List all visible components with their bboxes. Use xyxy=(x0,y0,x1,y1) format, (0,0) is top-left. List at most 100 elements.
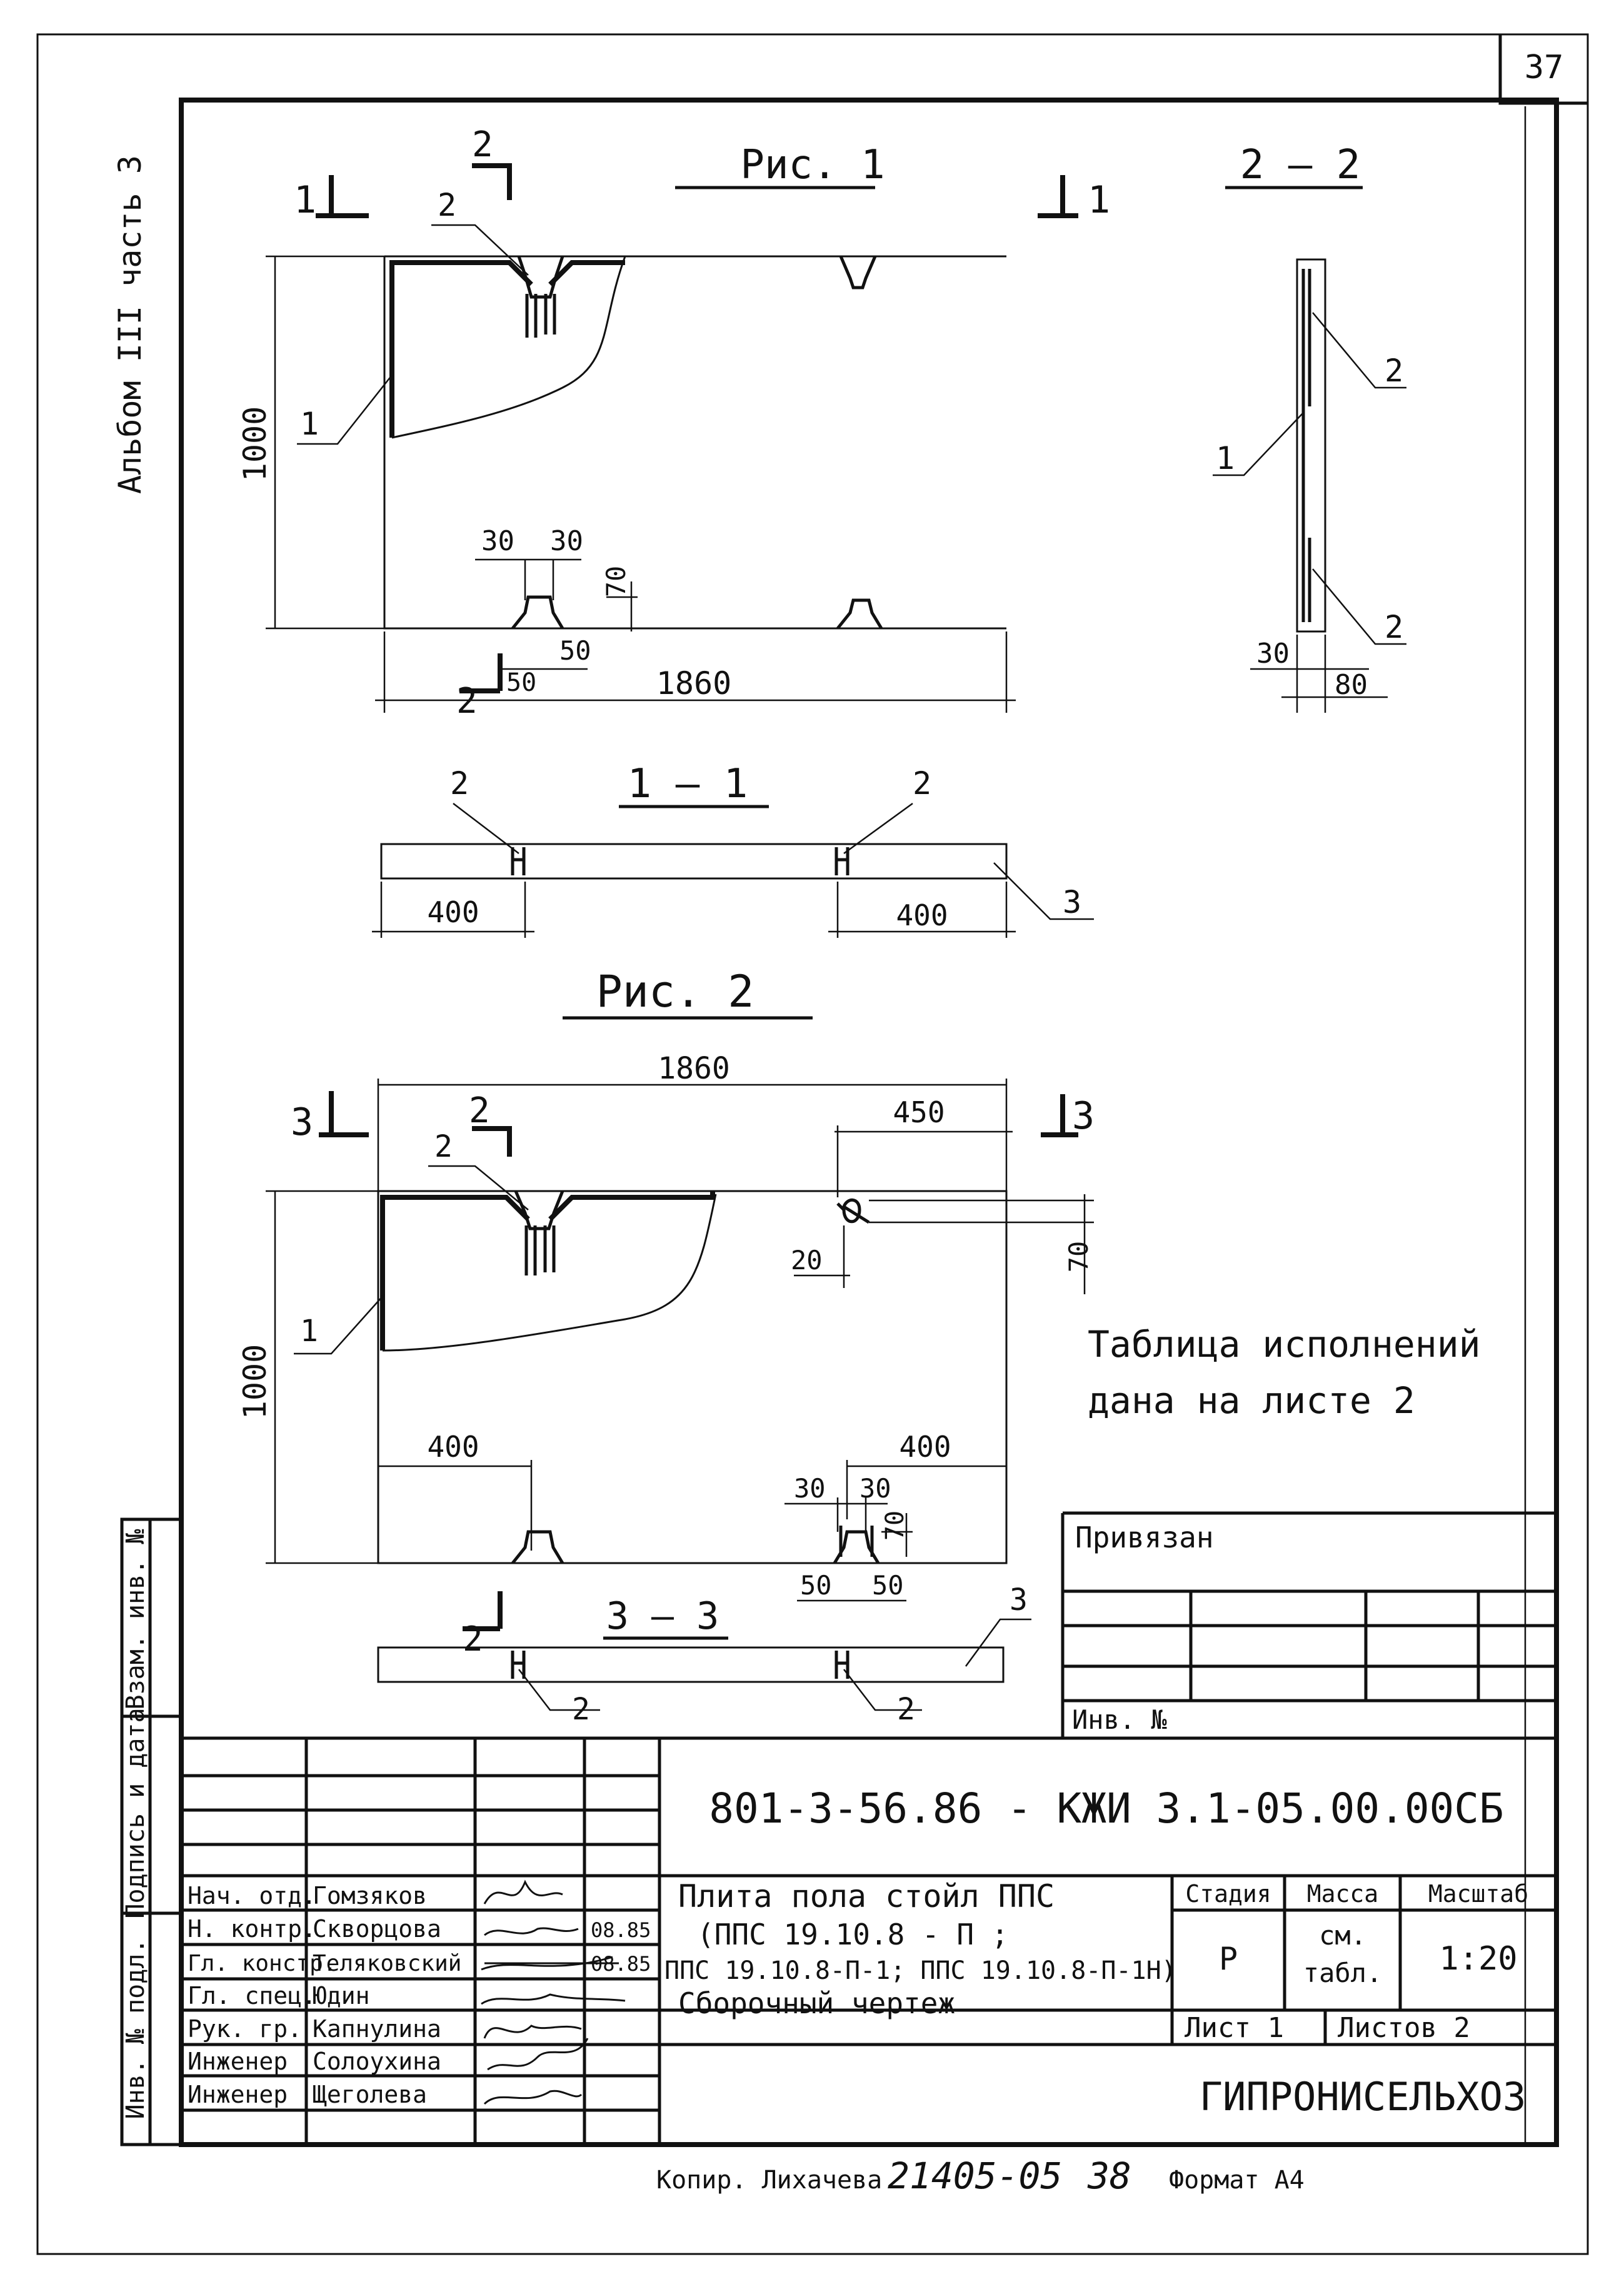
section22-leader-mid-label: 1 xyxy=(1216,440,1235,476)
binding-box-inv: Инв. № xyxy=(1072,1704,1167,1735)
role-7: Инженер xyxy=(188,2081,288,2108)
fig2-cut2-top-num: 2 xyxy=(469,1090,490,1131)
title-scale-v: 1:20 xyxy=(1439,1940,1517,1978)
fig1-leader2 xyxy=(431,224,529,276)
name-4: Юдин xyxy=(313,1982,370,2010)
fig2-dim-400a: 400 xyxy=(427,1430,479,1464)
fig1-title: Рис. 1 xyxy=(740,142,885,188)
signature-6 xyxy=(487,2038,589,2071)
section22-rebar xyxy=(1301,269,1311,622)
fig2-loop-bottom-right-legs xyxy=(839,1526,874,1557)
fig2-dim-height-lines xyxy=(266,1190,378,1564)
signature-7 xyxy=(483,2090,583,2105)
side-stamp-col2: Подпись и дата xyxy=(121,1708,150,1918)
section11-leader-right xyxy=(843,802,913,855)
side-stamp-col1: Инв. № подл. xyxy=(121,1939,150,2120)
title-org: ГИПРОНИСЕЛЬХОЗ xyxy=(1200,2074,1526,2120)
fig2-title: Рис. 2 xyxy=(596,966,754,1017)
role-4: Гл. спец. xyxy=(188,1982,316,2010)
main-frame xyxy=(179,98,1559,2147)
fig1-leader1 xyxy=(297,375,393,445)
fig1-loop-bottom-right xyxy=(836,598,883,630)
title-block: 801-3-56.86 - КЖИ 3.1-05.00.00СБ Плита п… xyxy=(181,1736,1556,2145)
fig2-leader2 xyxy=(428,1165,529,1210)
title-code: 801-3-56.86 - КЖИ 3.1-05.00.00СБ xyxy=(709,1784,1504,1833)
section22-leader-bot xyxy=(1312,568,1406,645)
fig2-dim-50a: 50 xyxy=(800,1570,832,1601)
section33-loop-left xyxy=(511,1651,526,1679)
footer-page: 38 xyxy=(1087,2155,1131,2197)
fig2-loop-top-right xyxy=(836,1198,870,1224)
date-2: 08.85 xyxy=(591,1918,651,1942)
fig1-cut2-top-num: 2 xyxy=(472,124,493,165)
section22-dim-30: 30 xyxy=(1256,638,1290,670)
role-1: Нач. отд. xyxy=(188,1882,316,1909)
section11-body xyxy=(380,843,1008,880)
section11-dim-left: 400 xyxy=(427,895,479,929)
section11-pos-right: 2 xyxy=(913,765,931,802)
title-mass-v2: табл. xyxy=(1303,1958,1382,1988)
footer-number: 21405-05 xyxy=(888,2155,1062,2197)
fig2-dim-30-lines xyxy=(784,1497,888,1532)
fig2-loop-top-left xyxy=(514,1190,564,1230)
fig2-leader1-label: 1 xyxy=(300,1314,318,1349)
section22-leader-top-label: 2 xyxy=(1385,353,1403,389)
fig1-dim-height: 1000 xyxy=(237,406,273,481)
role-5: Рук. гр. xyxy=(188,2015,302,2043)
fig2-dim-height: 1000 xyxy=(237,1344,273,1419)
fig1-dim-50a: 50 xyxy=(559,635,591,666)
section-1-1: 1 — 1 2 2 3 400 400 xyxy=(372,761,1094,938)
fig1-dim-30b: 30 xyxy=(550,525,583,557)
section33-body xyxy=(377,1646,1005,1683)
section33-leader-3 xyxy=(965,1618,1031,1667)
fig2-dim-450-lines xyxy=(835,1125,1013,1197)
section11-loop-right xyxy=(835,847,850,875)
fig2-loop-bottom-left xyxy=(511,1530,564,1564)
note-line2: дана на листе 2 xyxy=(1088,1379,1415,1422)
fig1-dim-30-lines xyxy=(475,558,581,600)
fig1-cut2-bottom-mark xyxy=(459,653,503,693)
fig2-dim-400-lines xyxy=(378,1460,1006,1551)
fig2-leader2-label: 2 xyxy=(434,1129,453,1164)
fig2-cut-left-num: 3 xyxy=(291,1100,313,1144)
page-number: 37 xyxy=(1525,49,1564,86)
section22-body xyxy=(1296,258,1326,633)
fig1-dim-70-lines xyxy=(606,581,638,631)
fig2-cut-left-mark xyxy=(319,1091,369,1137)
fig2-dim-50b: 50 xyxy=(872,1570,904,1601)
fig1-leader1-label: 1 xyxy=(300,406,319,442)
title-sheets: Листов 2 xyxy=(1338,2012,1470,2044)
fig2-cut-right-num: 3 xyxy=(1072,1094,1095,1138)
section11-leader-left xyxy=(453,803,519,854)
fig1-cut-left-num: 1 xyxy=(294,178,316,222)
fig2-cut2-bottom-num: 2 xyxy=(463,1619,483,1659)
section-2-2: 2 — 2 2 1 2 30 80 xyxy=(1213,142,1406,713)
fig2-dim-30a: 30 xyxy=(794,1473,826,1504)
fig2-rebar xyxy=(380,1191,715,1351)
name-5: Капнулина xyxy=(313,2015,441,2043)
section11-loop-left xyxy=(511,847,526,875)
fig2-dim-30b: 30 xyxy=(860,1473,891,1504)
fig1-loop-top-left xyxy=(517,256,564,299)
section22-dim-80: 80 xyxy=(1335,669,1368,701)
section11-dim-right: 400 xyxy=(896,898,948,932)
title-name-line1: Плита пола стойл ППС xyxy=(678,1878,1055,1914)
fig2-dim-20-lines xyxy=(794,1225,850,1288)
fig2-plate-outline xyxy=(377,1190,1008,1564)
signature-3 xyxy=(481,1956,619,1971)
fig1-cut-left-mark xyxy=(316,175,369,218)
section33-leader-left xyxy=(518,1669,600,1711)
side-stamp-col3: Взам. инв. № xyxy=(121,1529,150,1710)
fig2-break-line xyxy=(382,1194,717,1352)
fig1-rebar xyxy=(389,260,625,438)
fig2-cut2-top-mark xyxy=(472,1126,512,1157)
side-stamp-grid xyxy=(120,1517,183,2146)
fig1-cut2-bottom-num: 2 xyxy=(456,681,478,722)
binding-box: Привязан Инв. № xyxy=(1061,1511,1556,1738)
title-stage-h: Стадия xyxy=(1185,1880,1271,1908)
fig1-cut-right-mark xyxy=(1038,175,1078,218)
signature-4 xyxy=(481,1993,626,2005)
name-6: Солоухина xyxy=(313,2048,441,2075)
fig1-loop-top-right xyxy=(839,256,877,289)
